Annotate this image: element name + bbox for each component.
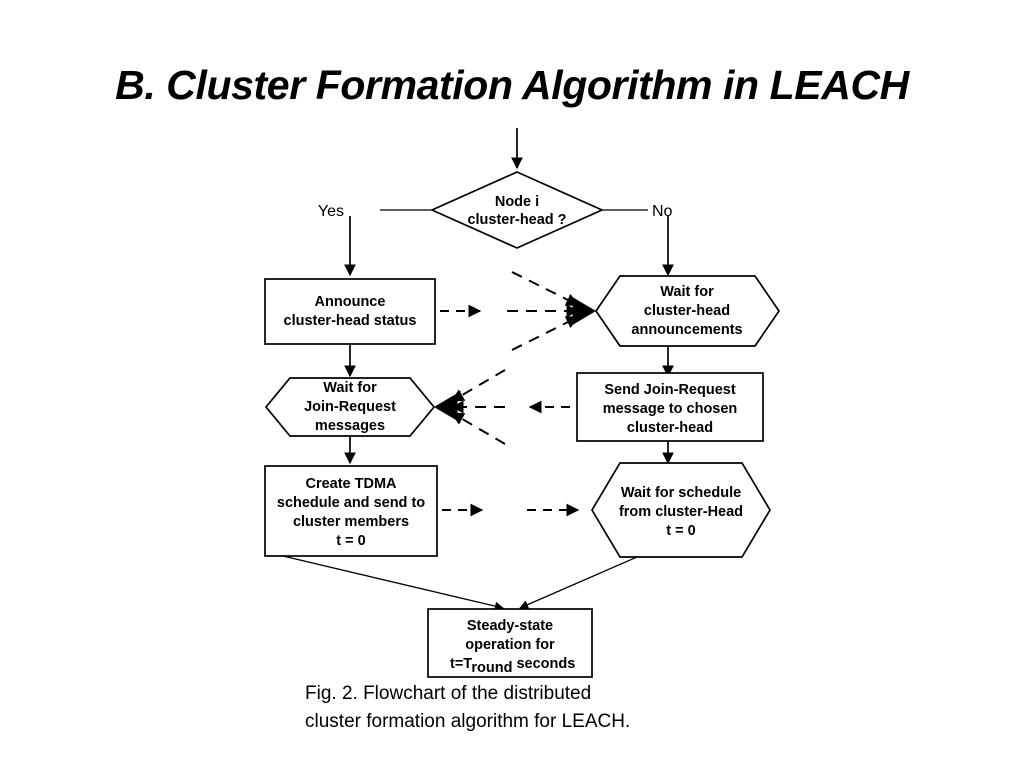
edge-schedule-to-steady-state — [519, 556, 638, 609]
node-steady-state[interactable]: Steady-state operation for t=Tround seco… — [427, 608, 593, 678]
wait-join-line-3: messages — [315, 418, 385, 434]
node-create-tdma[interactable]: Create TDMA schedule and send to cluster… — [264, 465, 438, 557]
wait-schedule-hexagon-shape — [591, 462, 771, 558]
wait-schedule-line-2: from cluster-Head — [619, 504, 743, 520]
create-tdma-box-shape — [264, 465, 438, 557]
decision-diamond-shape — [429, 171, 605, 249]
create-tdma-line-2: schedule and send to — [277, 495, 425, 511]
edge-no: No — [602, 203, 674, 277]
announce-line-1: Announce — [315, 294, 386, 310]
decision-line-2: cluster-head ? — [467, 212, 566, 228]
broadcast-arrowhead-right — [569, 295, 596, 327]
node-wait-announcements[interactable]: Wait for cluster-head announcements — [594, 275, 781, 347]
node-wait-schedule[interactable]: Wait for schedule from cluster-Head t = … — [591, 462, 771, 558]
wait-announcements-line-3: announcements — [631, 322, 742, 338]
steady-state-t-round-prefix: t=T — [450, 656, 472, 672]
node-decision[interactable]: Node i cluster-head ? — [429, 171, 605, 249]
node-announce[interactable]: Announce cluster-head status — [264, 278, 436, 345]
wait-join-request-hexagon-shape — [264, 377, 436, 437]
page-title: B. Cluster Formation Algorithm in LEACH — [115, 62, 909, 108]
send-join-line-3: cluster-head — [627, 420, 713, 436]
steady-state-round-subscript: round — [471, 660, 512, 676]
announce-box-shape — [264, 278, 436, 345]
wait-schedule-line-1: Wait for schedule — [621, 485, 741, 501]
broadcast-arrowhead-left — [434, 391, 461, 423]
send-join-request-box-shape — [576, 372, 764, 442]
wait-schedule-line-3: t = 0 — [666, 523, 695, 539]
edge-tdma-to-steady-state — [282, 555, 504, 611]
steady-state-seconds-suffix: seconds — [512, 656, 575, 672]
node-wait-join-request[interactable]: Wait for Join-Request messages — [264, 377, 436, 437]
create-tdma-line-1: Create TDMA — [305, 476, 397, 492]
edge-join-request-broadcast — [434, 369, 570, 445]
figure-caption: Fig. 2. Flowchart of the distributed clu… — [305, 680, 825, 736]
branch-label-yes: Yes — [318, 203, 344, 220]
edge-yes: Yes — [318, 203, 432, 277]
create-tdma-line-4: t = 0 — [336, 533, 365, 549]
decision-line-1: Node i — [495, 194, 539, 210]
steady-state-box-shape — [427, 608, 593, 678]
send-join-line-1: Send Join-Request — [604, 382, 735, 398]
wait-join-line-2: Join-Request — [304, 399, 396, 415]
steady-state-line-1: Steady-state — [467, 618, 553, 634]
flowchart-figure: Node i cluster-head ? Yes No Announce cl… — [0, 120, 1024, 690]
caption-line-2: cluster formation algorithm for LEACH. — [305, 711, 631, 732]
caption-line-1: Fig. 2. Flowchart of the distributed — [305, 683, 592, 704]
flowchart-svg: Node i cluster-head ? Yes No Announce cl… — [264, 128, 781, 678]
node-send-join-request[interactable]: Send Join-Request message to chosen clus… — [576, 372, 764, 442]
branch-label-no: No — [652, 203, 673, 220]
steady-state-line-2: operation for — [465, 637, 555, 653]
send-join-line-2: message to chosen — [603, 401, 738, 417]
create-tdma-line-3: cluster members — [293, 514, 409, 530]
steady-state-line-3: t=Tround seconds — [450, 656, 575, 676]
wait-announcements-line-1: Wait for — [660, 284, 714, 300]
wait-announcements-line-2: cluster-head — [644, 303, 730, 319]
announce-line-2: cluster-head status — [284, 313, 417, 329]
wait-join-line-1: Wait for — [323, 380, 377, 396]
edge-announce-broadcast — [440, 271, 596, 351]
